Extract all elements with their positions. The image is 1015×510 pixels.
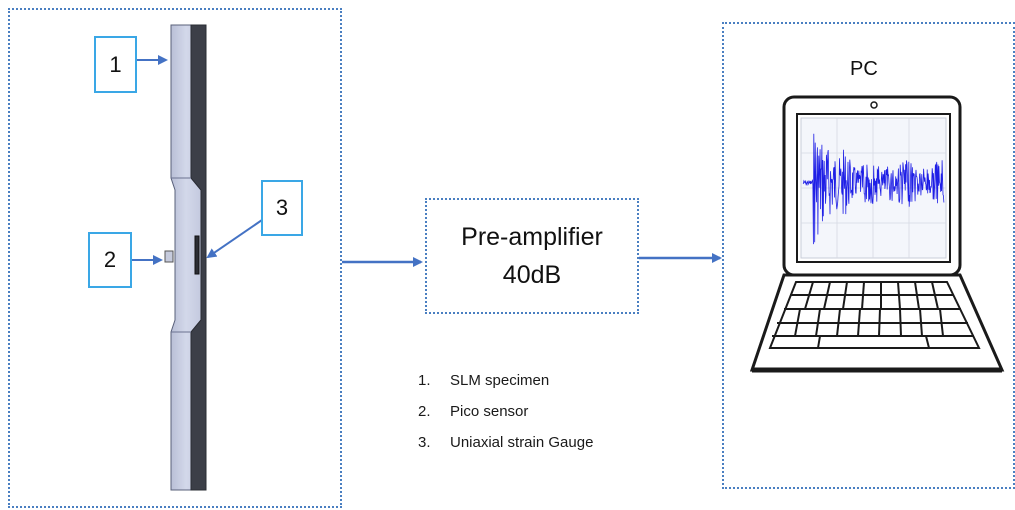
callout-2: 2	[88, 232, 132, 288]
callout-3-number: 3	[275, 195, 289, 220]
legend-item: 3. Uniaxial strain Gauge	[418, 434, 593, 465]
legend: 1. SLM specimen 2. Pico sensor 3. Uniaxi…	[418, 372, 593, 465]
legend-item-number: 1.	[418, 372, 431, 389]
strain-gauge	[194, 235, 200, 275]
callout-3-arrow	[206, 219, 263, 259]
acoustic-emission-signal	[802, 133, 945, 245]
legend-item-number: 2.	[418, 403, 431, 420]
waveform-plot	[800, 117, 947, 259]
legend-item: 2. Pico sensor	[418, 403, 593, 434]
legend-item-label: SLM specimen	[450, 372, 550, 389]
callout-1-number: 1	[109, 51, 122, 77]
callout-2-number: 2	[103, 247, 117, 272]
callout-1: 1	[94, 36, 137, 93]
preamplifier-label: Pre-amplifier	[461, 223, 603, 251]
legend-item: 1. SLM specimen	[418, 372, 593, 403]
callout-3: 3	[261, 180, 303, 236]
legend-item-label: Uniaxial strain Gauge	[450, 434, 594, 451]
pico-sensor	[164, 250, 174, 263]
keyboard	[768, 281, 981, 349]
legend-item-number: 3.	[418, 434, 431, 451]
legend-item-label: Pico sensor	[450, 403, 529, 420]
preamplifier-box: Pre-amplifier 40dB	[425, 198, 639, 314]
specimen-panel-frame	[8, 8, 342, 508]
preamplifier-gain: 40dB	[502, 261, 562, 289]
pc-panel-frame	[722, 22, 1015, 489]
pc-label: PC	[850, 58, 878, 80]
slm-specimen	[170, 24, 207, 491]
